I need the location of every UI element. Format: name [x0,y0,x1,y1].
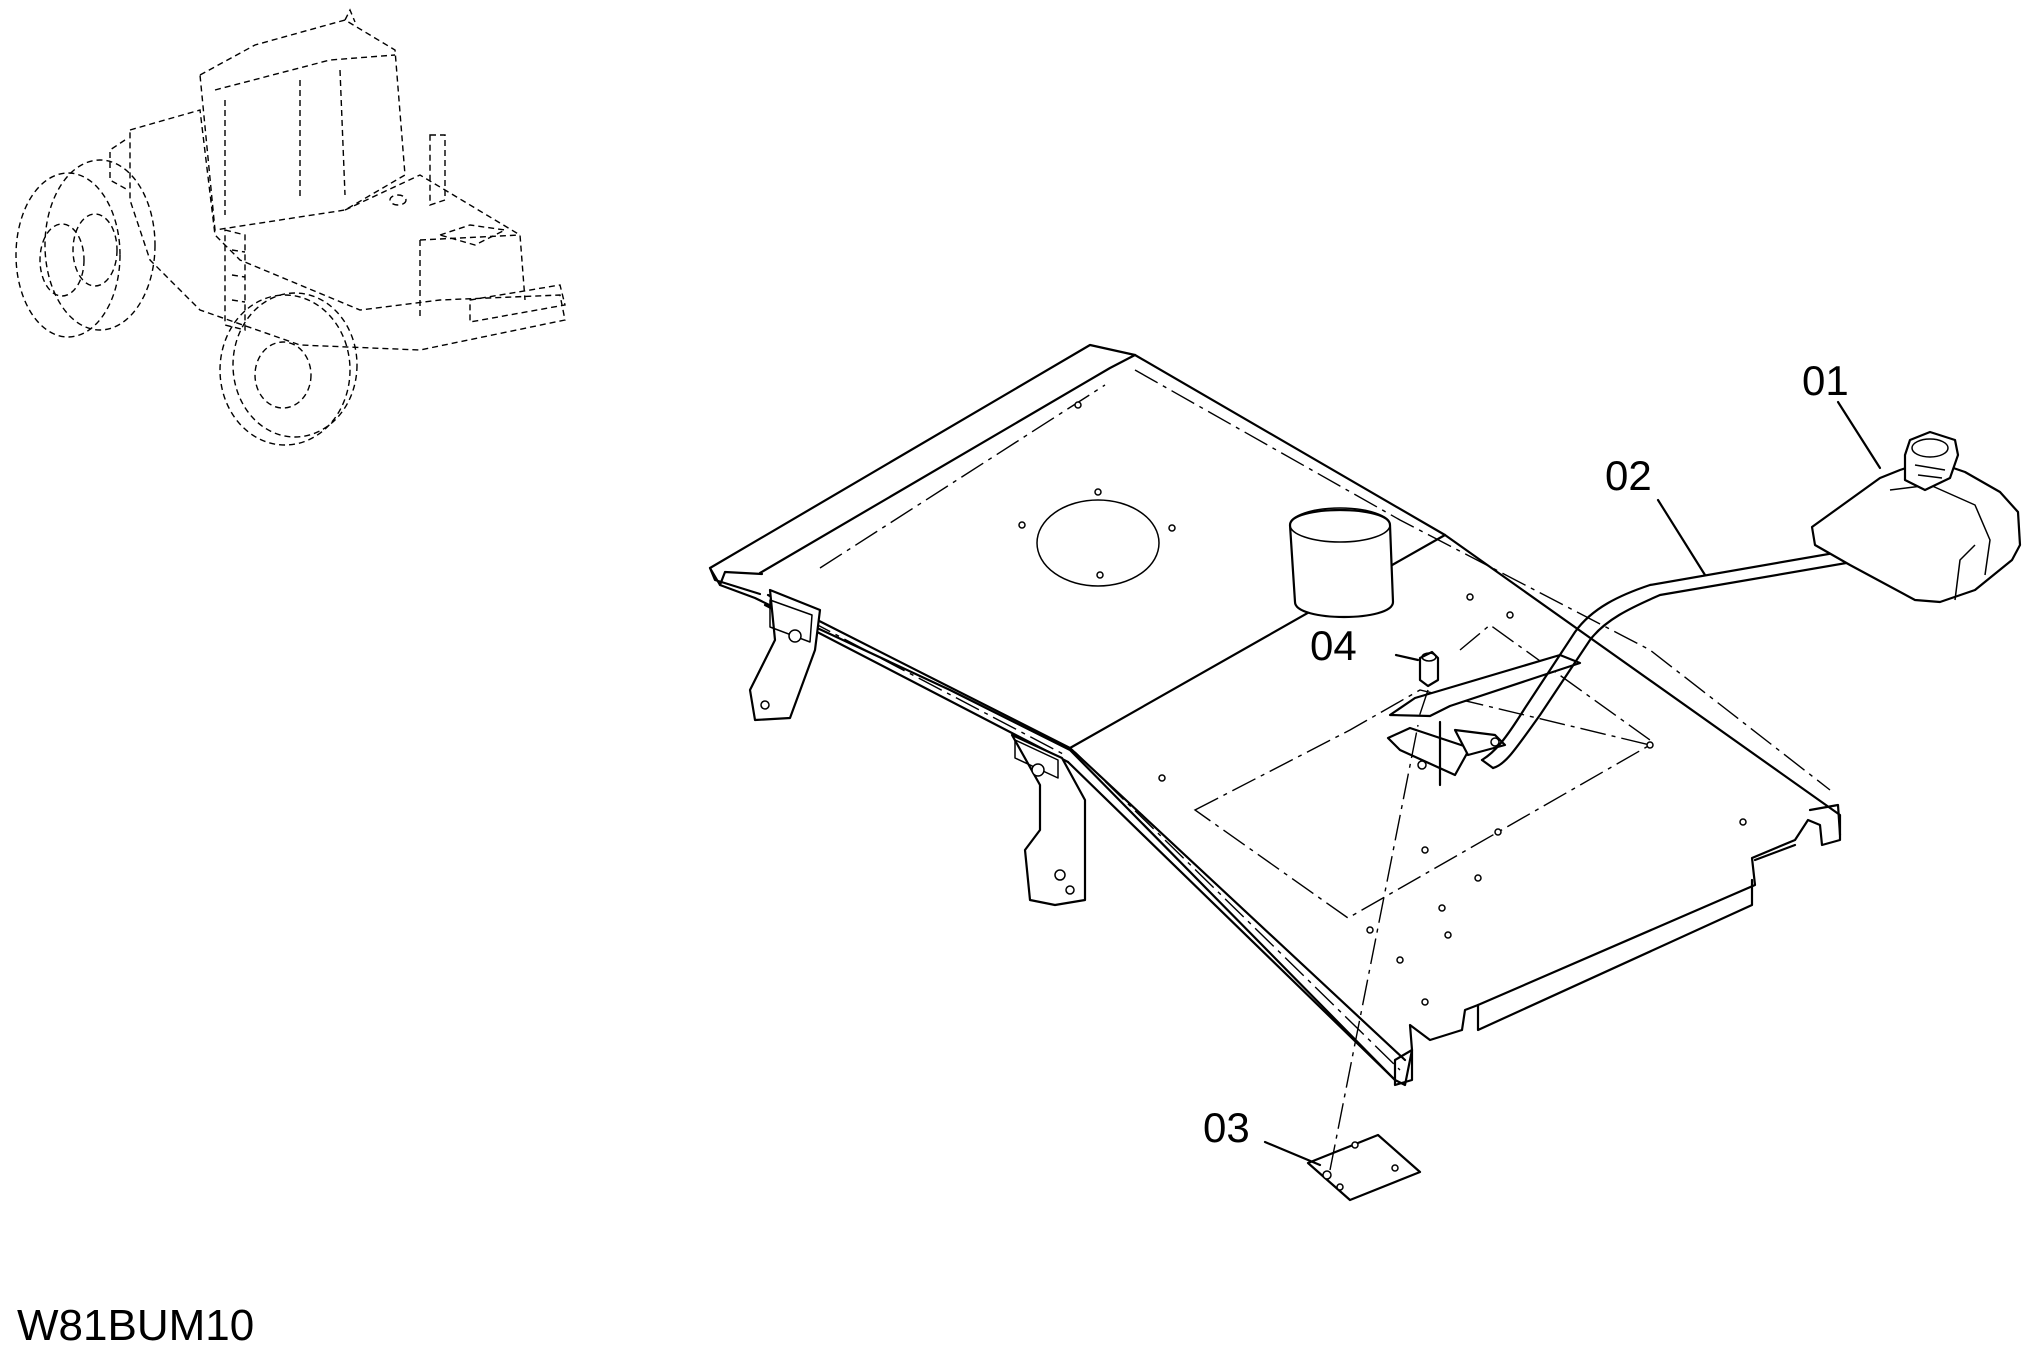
part-01-knob-housing [1810,430,2022,604]
deck-plate-assembly [708,343,1842,1087]
drawing-code: W81BUM10 [17,1301,255,1350]
part-04-bolt [1417,650,1440,721]
part-02-cable-rod [1386,518,2015,787]
callout-03: 03 [1203,1104,1250,1151]
machine-overview-inset [15,8,566,446]
part-03-pad-plate [1306,724,1422,1202]
callout-04: 04 [1310,622,1357,669]
callout-02: 02 [1605,452,1652,499]
callout-01: 01 [1802,357,1849,404]
leader-lines [1263,400,1882,1167]
